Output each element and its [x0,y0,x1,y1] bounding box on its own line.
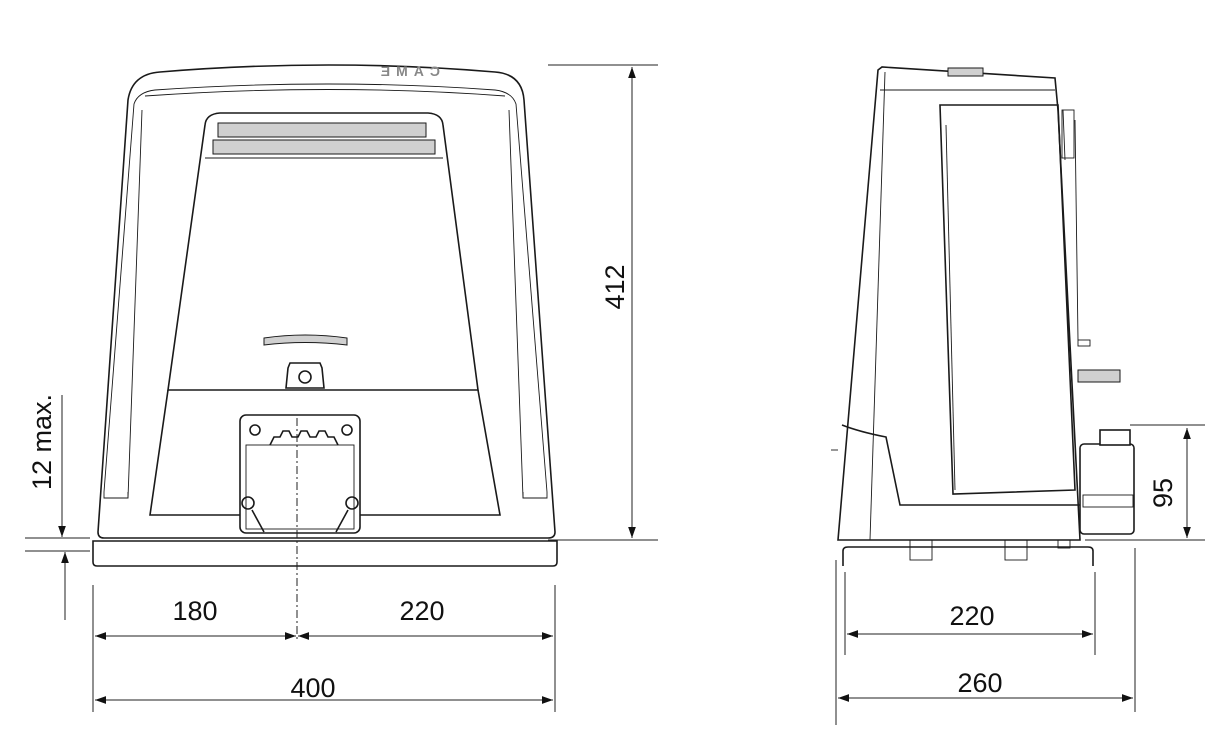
front-base-plate [92,540,558,567]
side-view [831,66,1135,566]
side-dimensions: 95 220 260 [835,424,1205,725]
side-body-outline [837,66,1081,541]
front-dimensions: 412 12 max. 180 220 400 [25,64,658,712]
inner-depth-label: 220 [949,601,994,631]
total-depth-label: 260 [957,668,1002,698]
front-inner-panel [167,112,479,391]
left-width-label: 180 [172,596,217,626]
side-pinion-housing [1079,443,1135,535]
pinion-height-label: 95 [1148,478,1178,508]
front-cover-outline [97,64,556,539]
front-view: CAME [92,63,558,640]
came-logo: CAME [375,63,440,79]
right-width-label: 220 [399,596,444,626]
side-base-plate [842,546,1094,566]
total-width-label: 400 [290,673,335,703]
release-lock [285,362,325,389]
clearance-label: 12 max. [27,394,57,490]
height-label: 412 [600,264,630,309]
